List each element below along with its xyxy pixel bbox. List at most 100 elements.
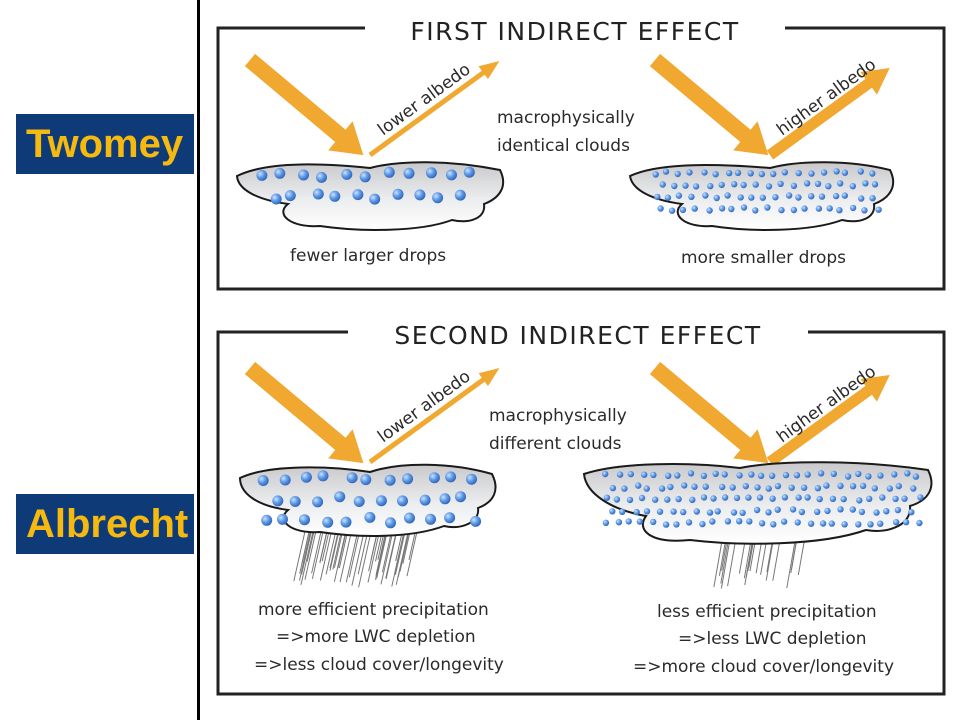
cloud-drop bbox=[718, 205, 726, 212]
cloud-drop bbox=[638, 494, 646, 502]
cloud-drop bbox=[826, 205, 833, 212]
cloud-drop bbox=[702, 192, 709, 199]
cloud-drop bbox=[272, 495, 284, 507]
rain-streak bbox=[772, 537, 781, 581]
cloud-drop bbox=[352, 189, 364, 201]
cloud-drop bbox=[679, 206, 687, 214]
cloud-drop bbox=[341, 168, 353, 180]
reflected-arrow-higher-albedo bbox=[766, 68, 890, 160]
cloud-drop bbox=[692, 183, 700, 190]
cloud-drop bbox=[613, 496, 621, 503]
reflected-arrow-lower-albedo bbox=[368, 60, 500, 158]
cloud-drop bbox=[340, 516, 352, 528]
cloud-drop bbox=[841, 192, 848, 199]
cloud-drop bbox=[849, 506, 856, 513]
cloud-drop bbox=[746, 518, 753, 525]
rain-streak bbox=[797, 537, 806, 576]
cloud-drop bbox=[671, 182, 678, 190]
second-indirect-effect-panel: SECOND INDIRECT EFFECT lower albedo high… bbox=[216, 321, 946, 696]
cloud-drop bbox=[862, 180, 869, 187]
cloud-drop bbox=[277, 513, 288, 525]
cloud-drop bbox=[681, 482, 688, 489]
cloud-drop bbox=[726, 169, 733, 177]
cloud-drop bbox=[795, 169, 802, 177]
cloud-drop bbox=[793, 472, 801, 479]
cloud-drop bbox=[680, 508, 687, 516]
cloud-drop bbox=[837, 180, 844, 187]
cloud-drop bbox=[768, 472, 776, 479]
panel1-center-line2: identical clouds bbox=[497, 136, 630, 156]
cloud-drop bbox=[849, 204, 857, 212]
cloud-drop bbox=[858, 508, 866, 516]
cloud-drop bbox=[774, 506, 781, 513]
cloud-drop bbox=[713, 194, 720, 202]
cloud-drop bbox=[807, 520, 815, 527]
cloud-drop bbox=[747, 170, 754, 177]
cloud-drop bbox=[742, 482, 749, 490]
cloud-drop bbox=[670, 508, 677, 515]
panel2-title: SECOND INDIRECT EFFECT bbox=[394, 321, 761, 350]
twomey-label: Twomey bbox=[16, 114, 194, 174]
panel2-right-caption1: less efficient precipitation bbox=[657, 602, 877, 622]
small-drops-group-2 bbox=[602, 470, 924, 528]
cloud-drop bbox=[752, 207, 759, 214]
cloud-drop bbox=[619, 508, 626, 515]
incoming-sunlight-arrow-right-2 bbox=[649, 361, 769, 464]
cloud-drop bbox=[770, 521, 777, 528]
cloud-drop bbox=[849, 183, 856, 190]
cloud-drop bbox=[650, 518, 657, 526]
cloud-drop bbox=[780, 518, 788, 525]
rain-streak bbox=[293, 524, 307, 582]
cloud-drop bbox=[454, 189, 466, 201]
cloud-drop bbox=[346, 472, 358, 484]
cloud-drop bbox=[654, 193, 661, 201]
cloud-drop bbox=[463, 166, 475, 178]
cloud-drop bbox=[658, 485, 666, 492]
cloud-drop bbox=[609, 508, 616, 515]
cloud-drop bbox=[820, 169, 828, 176]
cloud-drop bbox=[777, 180, 784, 187]
cloud-drop bbox=[656, 508, 664, 515]
cloud-drop bbox=[790, 182, 798, 189]
cloud-drop bbox=[674, 472, 681, 479]
cloud-drop bbox=[633, 508, 640, 516]
cloud-drop bbox=[800, 484, 808, 491]
cloud-drop bbox=[739, 509, 746, 516]
cloud-drop bbox=[867, 521, 874, 528]
cloud-drop bbox=[721, 471, 728, 478]
cloud-drop bbox=[402, 473, 414, 485]
cloud-drop bbox=[693, 508, 700, 515]
cloud-drop bbox=[706, 509, 714, 516]
cloud-drop bbox=[785, 192, 793, 199]
cloud-drop bbox=[823, 482, 830, 489]
cloud-drop bbox=[859, 482, 867, 490]
cloud-drop bbox=[714, 508, 721, 515]
cloud-drop bbox=[375, 495, 387, 507]
rain-streak bbox=[720, 537, 731, 589]
cloud-drop bbox=[758, 520, 766, 527]
cloud-drop bbox=[865, 473, 872, 480]
cloud-drop bbox=[312, 496, 324, 508]
cloud-drop bbox=[837, 482, 844, 490]
panel2-center-line1: macrophysically bbox=[489, 406, 627, 426]
cloud-drop bbox=[682, 182, 689, 189]
cloud-drop bbox=[728, 205, 735, 213]
cloud-drop bbox=[724, 192, 731, 199]
cloud-drop bbox=[844, 473, 852, 480]
cloud-drop bbox=[643, 508, 651, 515]
panel1-frame bbox=[216, 26, 946, 291]
panel2-left-caption1: more efficient precipitation bbox=[258, 600, 489, 620]
cloud-drop bbox=[392, 188, 404, 200]
rain-streak bbox=[744, 537, 754, 586]
cloud-drop bbox=[734, 169, 742, 176]
panel2-right-caption3: =>more cloud cover/longevity bbox=[633, 657, 894, 677]
cloud-drop bbox=[857, 168, 864, 175]
cloud-drop bbox=[790, 206, 798, 214]
cloud-drop bbox=[329, 190, 341, 202]
rain-streak bbox=[765, 537, 775, 581]
cloud-drop bbox=[895, 482, 902, 490]
cloud-drop bbox=[707, 182, 714, 190]
cloud-drop bbox=[300, 471, 312, 483]
cloud-drop bbox=[616, 471, 624, 478]
